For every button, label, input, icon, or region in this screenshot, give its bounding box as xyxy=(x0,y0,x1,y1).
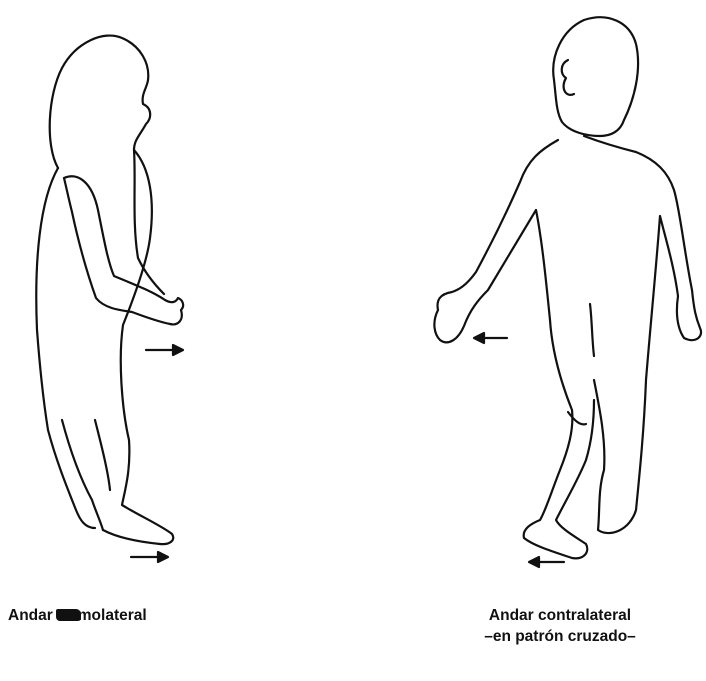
homolateral-caption-smudge: Hom xyxy=(57,605,91,626)
contralateral-front-leg xyxy=(524,320,594,558)
contralateral-arm-arrow xyxy=(474,333,507,343)
homolateral-caption-prefix: Andar xyxy=(8,607,57,624)
homolateral-child-figure xyxy=(36,36,183,562)
contralateral-child-figure xyxy=(434,17,701,567)
contralateral-caption-line-1: Andar contralateral xyxy=(470,605,650,626)
homolateral-rear-leg xyxy=(62,420,103,530)
contralateral-caption: Andar contralateral –en patrón cruzado– xyxy=(470,605,650,647)
homolateral-caption: Andar Homolateral xyxy=(8,605,147,626)
contralateral-knee xyxy=(568,412,586,424)
homolateral-caption-smudged-text: Hom xyxy=(57,607,91,624)
homolateral-foot-arrow xyxy=(131,552,168,562)
homolateral-caption-suffix: olateral xyxy=(92,607,147,624)
contralateral-ear xyxy=(562,60,574,95)
homolateral-arm-arrow xyxy=(146,345,183,355)
homolateral-arm xyxy=(64,176,183,324)
contralateral-center-line xyxy=(590,304,594,356)
contralateral-caption-line-2: –en patrón cruzado– xyxy=(470,626,650,647)
homolateral-back-outline xyxy=(36,168,95,528)
contralateral-torso xyxy=(584,136,701,533)
contralateral-foot-arrow xyxy=(529,557,564,567)
contralateral-arm xyxy=(434,140,558,342)
homolateral-crotch xyxy=(95,420,110,490)
homolateral-belly-outline xyxy=(103,150,173,544)
